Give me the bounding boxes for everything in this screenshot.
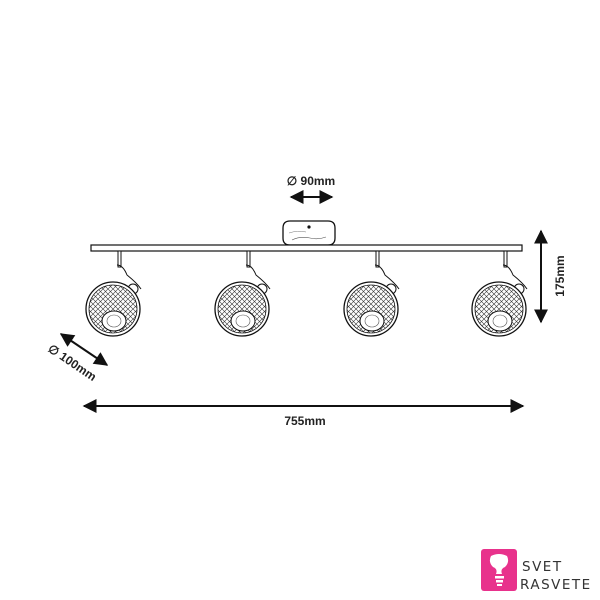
spotlight bbox=[471, 250, 528, 337]
svet-rasvete-logo: SVET RASVETE bbox=[481, 549, 592, 593]
ceiling-canopy bbox=[282, 220, 336, 246]
logo-line-1: SVET bbox=[522, 559, 563, 575]
shade-diameter-label: ∅ 100mm bbox=[45, 341, 99, 383]
spotlight bbox=[85, 250, 142, 337]
height-dimension: 175mm bbox=[534, 229, 567, 324]
spotlight bbox=[214, 250, 271, 337]
canopy-diameter-label: ∅ 90mm bbox=[287, 174, 335, 188]
total-width-dimension: 755mm bbox=[82, 399, 525, 428]
height-label: 175mm bbox=[553, 255, 567, 296]
logo-line-2: RASVETE bbox=[520, 577, 592, 593]
shade-diameter-dimension: ∅ 100mm bbox=[45, 333, 109, 384]
bulb-logo-icon bbox=[481, 549, 517, 591]
canopy-screw-icon bbox=[307, 225, 311, 229]
canopy-diameter-dimension: ∅ 90mm bbox=[287, 174, 335, 204]
spotlight bbox=[343, 250, 400, 337]
shade-diameter-arrow bbox=[59, 333, 109, 366]
mounting-bar bbox=[90, 244, 523, 252]
total-width-label: 755mm bbox=[284, 414, 325, 428]
